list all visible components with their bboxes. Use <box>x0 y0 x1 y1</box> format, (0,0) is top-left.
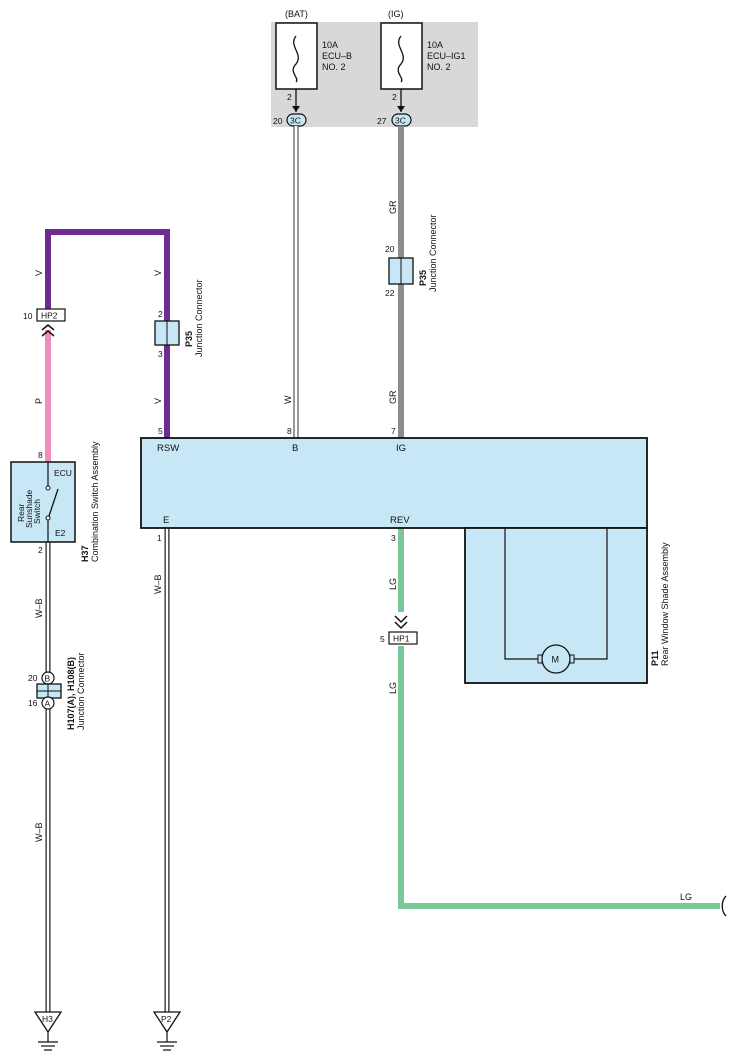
fuse1-conn-label: 3C <box>290 116 301 126</box>
ecu-e-label: E <box>163 515 169 526</box>
switch-contact-bottom <box>45 515 51 521</box>
fuse1-conn-pin: 20 <box>273 116 283 126</box>
ground-p2-label: P2 <box>161 1014 172 1024</box>
hp1-connector <box>388 631 418 645</box>
switch-e2-label: E2 <box>55 528 66 538</box>
fuse1-name1: ECU–B <box>322 51 352 61</box>
ecu-rsw-label: RSW <box>157 443 179 454</box>
ecu-rev-label: REV <box>390 515 410 526</box>
wire-gr-label-2: GR <box>388 390 398 404</box>
wire-v <box>45 229 170 438</box>
motor-circuit <box>504 528 608 660</box>
ecu-b-label: B <box>292 443 298 454</box>
switch-id: H37 <box>80 545 90 562</box>
hp2-chevrons <box>41 324 55 337</box>
h107-pin-top: 20 <box>28 673 38 683</box>
ground-symbol-h3 <box>33 1011 63 1051</box>
fuse1-pin-top: 2 <box>287 92 292 102</box>
wire-continuation-mark <box>721 895 727 917</box>
ground-symbol-p2 <box>152 1011 182 1051</box>
wire-lg-label-1: LG <box>388 578 398 590</box>
fuse2-name1: ECU–IG1 <box>427 51 466 61</box>
h108-pin-b-letter: B <box>45 674 51 684</box>
switch-name: Combination Switch Assembly <box>90 441 100 562</box>
wire-w-label: W <box>283 395 293 404</box>
hp2-connector <box>36 308 66 322</box>
p35-left-pin-bottom: 3 <box>158 349 163 359</box>
h107-pin-a-marker <box>41 696 55 710</box>
switch-text-1: Rear <box>16 503 26 522</box>
fuse1-name2: NO. 2 <box>322 62 346 72</box>
ecu-ig-label: IG <box>396 443 406 454</box>
wire-lg-lower <box>398 646 720 909</box>
fuse2-name2: NO. 2 <box>427 62 451 72</box>
p35-right-name: Junction Connector <box>428 214 438 292</box>
wire-gr-label-1: GR <box>388 200 398 214</box>
wire-wb-label-2: W–B <box>153 574 163 594</box>
ecu-pin-rev: 3 <box>391 533 396 543</box>
switch-pin-top: 8 <box>38 450 43 460</box>
fuse2-rating: 10A <box>427 40 443 50</box>
wire-v-label-2: V <box>153 270 163 276</box>
fuse2-source: (IG) <box>388 9 404 19</box>
wire-wb-label-1: W–B <box>34 598 44 618</box>
ecu-pin-b: 8 <box>287 426 292 436</box>
fuse2-conn-pin: 27 <box>377 116 387 126</box>
fuse2-arrow <box>397 106 405 112</box>
p35-left-pin-top: 2 <box>158 309 163 319</box>
motor-terminal-left <box>537 654 543 664</box>
wire-wb-label-3: W–B <box>34 822 44 842</box>
h107-name: Junction Connector <box>76 652 86 730</box>
ecu-pin-e: 1 <box>157 533 162 543</box>
p35-left-name: Junction Connector <box>194 279 204 357</box>
ecu-block <box>140 437 648 529</box>
assembly-name: Rear Window Shade Assembly <box>660 542 670 666</box>
switch-pin-bottom: 2 <box>38 545 43 555</box>
wire-v-label-3: V <box>153 398 163 404</box>
fuse2-conn-label: 3C <box>395 116 406 126</box>
motor-label: M <box>552 655 560 665</box>
fuse1-rating: 10A <box>322 40 338 50</box>
hp1-pin: 5 <box>380 634 385 644</box>
hp1-label: HP1 <box>393 634 410 644</box>
switch-contact-top <box>45 485 51 491</box>
hp1-chevrons <box>394 615 408 630</box>
switch-ecu-label: ECU <box>54 468 72 478</box>
h107-id: H107(A), H108(B) <box>66 657 76 730</box>
ground-h3-label: H3 <box>42 1014 53 1024</box>
wire-lg-label-3: LG <box>680 892 692 902</box>
switch-text-2: Sunshade <box>24 489 34 528</box>
motor-terminal-right <box>569 654 575 664</box>
fuse2-pin-top: 2 <box>392 92 397 102</box>
switch-box <box>10 461 76 543</box>
fuse1-arrow <box>292 106 300 112</box>
ecu-pin-rsw: 5 <box>158 426 163 436</box>
wire-p-label: P <box>34 398 44 404</box>
fuse1-source: (BAT) <box>285 9 308 19</box>
fuse1-symbol <box>292 35 299 83</box>
h107-pin-a-letter: A <box>45 699 51 709</box>
wire-v-label-1: V <box>34 270 44 276</box>
ecu-pin-ig: 7 <box>391 426 396 436</box>
switch-text-3: Switch <box>32 499 42 524</box>
p35-left-id: P35 <box>184 331 194 347</box>
p35-right-id: P35 <box>418 270 428 286</box>
assembly-id: P11 <box>650 650 660 666</box>
fuse2-symbol <box>397 35 404 83</box>
p35-right-pin-top: 20 <box>385 244 395 254</box>
p35-right-pin-bottom: 22 <box>385 288 395 298</box>
hp2-pin: 10 <box>23 311 33 321</box>
h107-pin-bottom: 16 <box>28 698 38 708</box>
wire-lg-label-2: LG <box>388 682 398 694</box>
switch-blade <box>48 488 59 517</box>
hp2-label: HP2 <box>41 311 58 321</box>
